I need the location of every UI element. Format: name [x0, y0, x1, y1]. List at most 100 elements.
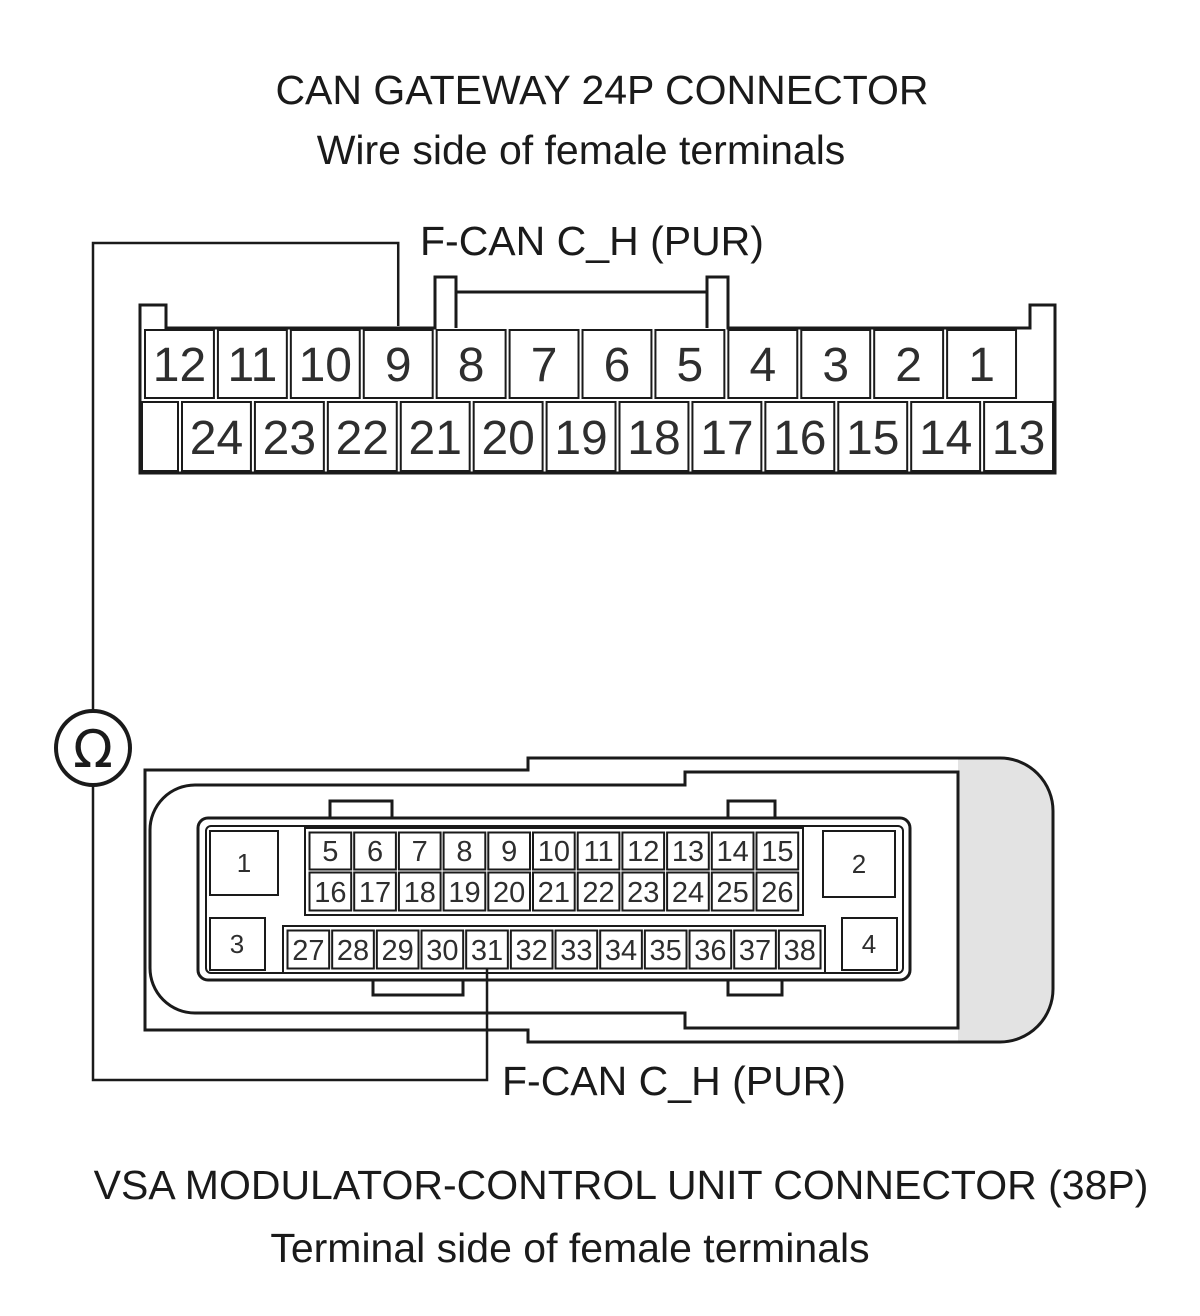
vsa-terminal-cell [666, 871, 710, 912]
vsa-connector-housing [143, 756, 1055, 1044]
gateway-terminal-14: 14 [910, 401, 982, 472]
vsa-terminal-38: 38 [777, 929, 822, 970]
gateway-terminal-21: 21 [399, 401, 471, 472]
gateway-terminal-22: 22 [326, 401, 398, 472]
gateway-terminal-cell [581, 329, 653, 399]
vsa-terminal-1: 1 [209, 830, 279, 896]
gateway-terminal-23: 23 [253, 401, 325, 472]
gateway-terminal-1: 1 [946, 329, 1018, 399]
vsa-terminal-29: 29 [375, 929, 420, 970]
vsa-terminal-number: 16 [314, 877, 346, 909]
gateway-blank-cell [141, 401, 179, 472]
vsa-terminal-cell [209, 830, 279, 896]
vsa-terminal-cell [710, 871, 755, 912]
vsa-terminal-cell [576, 831, 621, 871]
gateway-terminal-cell [800, 329, 872, 399]
vsa-terminal-37: 37 [733, 929, 777, 970]
vsa-terminal-number: 17 [359, 877, 391, 909]
vsa-terminal-number: 23 [627, 877, 659, 909]
gateway-terminal-number: 12 [153, 339, 206, 392]
vsa-terminal-cell [576, 871, 621, 912]
vsa-terminal-cell [487, 831, 531, 871]
vsa-lower-terminal-frame [282, 925, 826, 974]
vsa-terminal-cell [841, 917, 898, 971]
vsa-terminal-number: 12 [627, 836, 659, 868]
gateway-terminal-12: 12 [144, 329, 215, 399]
vsa-terminal-31: 31 [465, 929, 509, 970]
gateway-terminal-number: 24 [190, 412, 243, 465]
gateway-terminal-8: 8 [435, 329, 507, 399]
gateway-terminal-7: 7 [508, 329, 580, 399]
vsa-terminal-cell [420, 929, 465, 970]
vsa-terminal-cell [442, 871, 487, 912]
vsa-connector-bottom-tabs [371, 980, 784, 997]
vsa-wire-label: F-CAN C_H (PUR) [502, 1058, 846, 1104]
vsa-terminal-30: 30 [420, 929, 465, 970]
vsa-connector-hood [148, 770, 960, 1030]
vsa-terminal-number: 34 [605, 935, 637, 967]
gateway-terminal-19: 19 [545, 401, 617, 472]
vsa-terminal-cell [331, 929, 375, 970]
vsa-terminal-7: 7 [397, 831, 442, 871]
vsa-terminal-26: 26 [755, 871, 800, 912]
vsa-terminal-number: 5 [322, 836, 338, 868]
vsa-terminal-cell [554, 929, 599, 970]
gateway-terminal-number: 14 [919, 412, 972, 465]
vsa-terminal-cell [822, 830, 896, 898]
vsa-terminal-number: 33 [560, 935, 592, 967]
gateway-terminal-13: 13 [983, 401, 1055, 472]
vsa-terminal-21: 21 [532, 871, 576, 912]
vsa-connector-title: VSA MODULATOR-CONTROL UNIT CONNECTOR (38… [94, 1162, 1149, 1208]
vsa-terminal-cell [353, 831, 397, 871]
vsa-terminal-cell [733, 929, 777, 970]
vsa-terminal-cell [442, 831, 487, 871]
gateway-terminal-cell [837, 401, 909, 472]
vsa-terminal-number: 13 [672, 836, 704, 868]
vsa-terminal-number: 19 [448, 877, 480, 909]
vsa-terminal-number: 20 [493, 877, 525, 909]
vsa-terminal-number: 24 [672, 877, 704, 909]
vsa-terminal-10: 10 [532, 831, 576, 871]
gateway-terminal-number: 22 [336, 412, 389, 465]
gateway-terminal-number: 3 [822, 339, 849, 392]
vsa-terminal-cell [688, 929, 733, 970]
gateway-terminal-6: 6 [581, 329, 653, 399]
gateway-terminal-cell [946, 329, 1018, 399]
vsa-terminal-number: 25 [717, 877, 749, 909]
vsa-terminal-number: 8 [456, 836, 472, 868]
gateway-terminal-number: 20 [481, 412, 534, 465]
vsa-terminal-number: 15 [761, 836, 793, 868]
gateway-terminal-cell [362, 329, 434, 399]
vsa-terminal-24: 24 [666, 871, 710, 912]
vsa-terminal-number: 29 [382, 935, 414, 967]
vsa-terminal-number: 27 [292, 935, 324, 967]
vsa-terminal-number: 1 [237, 848, 251, 878]
gateway-terminal-cell [983, 401, 1055, 472]
vsa-terminal-5: 5 [308, 831, 353, 871]
vsa-terminal-cell [643, 929, 688, 970]
vsa-terminal-number: 22 [582, 877, 614, 909]
vsa-terminal-12: 12 [621, 831, 666, 871]
vsa-terminal-number: 28 [337, 935, 369, 967]
vsa-terminal-number: 30 [426, 935, 458, 967]
gateway-terminal-cell [435, 329, 507, 399]
gateway-terminal-number: 7 [531, 339, 558, 392]
vsa-terminal-cell [777, 929, 822, 970]
gateway-terminal-cell [727, 329, 799, 399]
gateway-terminal-number: 9 [385, 339, 412, 392]
vsa-terminal-number: 7 [412, 836, 428, 868]
gateway-terminal-number: 1 [968, 339, 995, 392]
vsa-terminal-block [196, 816, 912, 982]
vsa-terminal-9: 9 [487, 831, 531, 871]
vsa-terminal-cell [397, 831, 442, 871]
vsa-terminal-cell [621, 871, 666, 912]
vsa-terminal-number: 11 [583, 836, 613, 868]
gateway-terminal-5: 5 [654, 329, 726, 399]
gateway-terminal-number: 8 [458, 339, 485, 392]
gateway-terminal-number: 5 [677, 339, 704, 392]
vsa-terminal-33: 33 [554, 929, 599, 970]
